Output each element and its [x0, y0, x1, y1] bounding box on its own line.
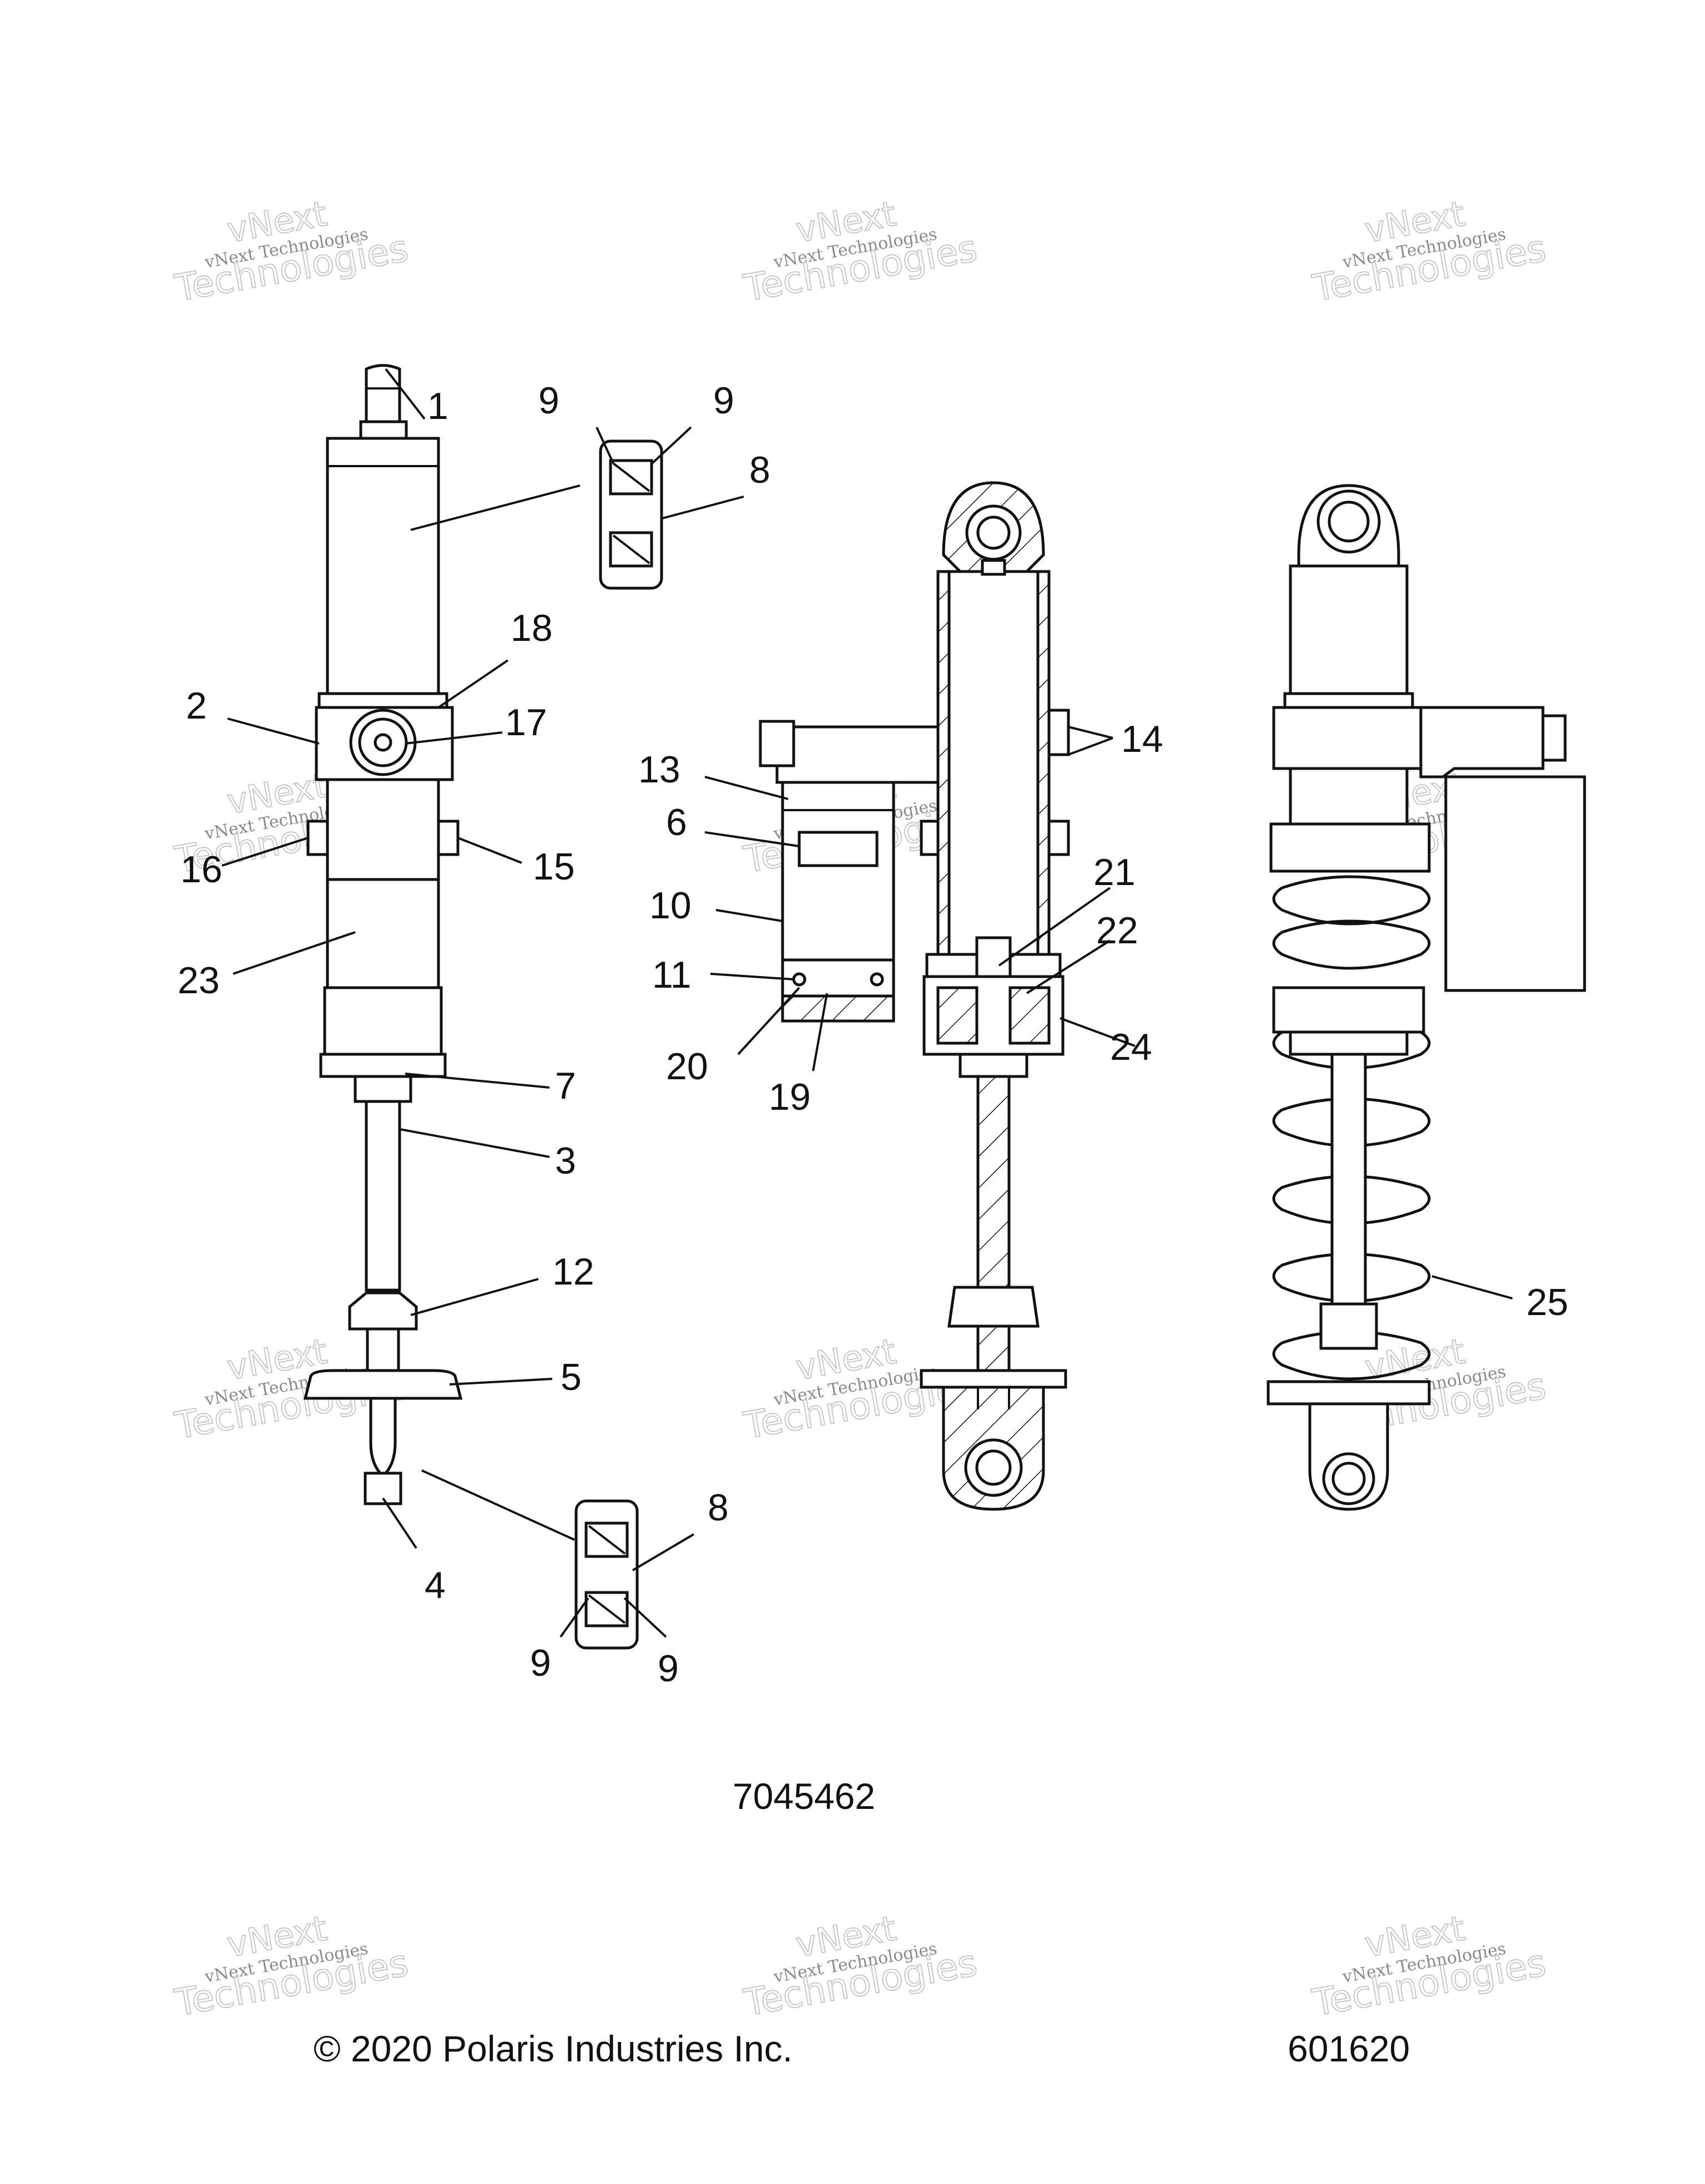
watermark: vNext vNext Technologies Technologies [171, 193, 412, 310]
callout-22: 22 [1096, 909, 1138, 952]
callout-20: 20 [666, 1045, 708, 1088]
callout-9: 9 [713, 380, 734, 422]
watermark: vNext vNext Technologies Technologies [1309, 193, 1550, 310]
callout-8: 8 [708, 1487, 729, 1529]
callout-8: 8 [749, 449, 770, 491]
lower-bearing-assembly [574, 1499, 639, 1650]
watermark: vNext vNext Technologies Technologies [740, 193, 981, 310]
upper-bearing-assembly [599, 439, 663, 590]
callout-5: 5 [561, 1356, 582, 1398]
watermark: vNext vNext Technologies Technologies [1309, 1907, 1550, 2025]
callout-12: 12 [552, 1251, 594, 1293]
left-shock-assembly [303, 364, 463, 1505]
callout-15: 15 [533, 846, 575, 888]
callout-9: 9 [538, 380, 559, 422]
callout-23: 23 [178, 959, 220, 1002]
callout-18: 18 [511, 607, 553, 649]
leader-lines [221, 368, 1513, 1638]
sheet-number: 601620 [1288, 2028, 1410, 2069]
right-shock-assembly [1267, 484, 1586, 1511]
middle-shock-section [759, 481, 1070, 1511]
callout-13: 13 [638, 749, 680, 791]
callout-9: 9 [530, 1642, 551, 1684]
copyright-notice: © 2020 Polaris Industries Inc. [314, 2028, 793, 2069]
callout-3: 3 [555, 1140, 576, 1182]
callout-7: 7 [555, 1065, 576, 1107]
callout-11: 11 [652, 954, 692, 996]
callout-14: 14 [1121, 718, 1163, 760]
callout-24: 24 [1110, 1026, 1152, 1068]
callout-2: 2 [186, 685, 207, 727]
callout-16: 16 [180, 848, 223, 891]
callout-6: 6 [666, 801, 687, 843]
watermark: vNext vNext Technologies Technologies [171, 1907, 412, 2025]
callout-25: 25 [1526, 1281, 1568, 1323]
callout-1: 1 [427, 385, 448, 427]
callout-labels: 1 9 9 8 18 2 17 13 14 6 16 15 21 10 22 2… [178, 380, 1568, 1690]
callout-4: 4 [425, 1564, 446, 1606]
callout-17: 17 [505, 701, 547, 744]
callout-10: 10 [649, 884, 692, 927]
callout-21: 21 [1093, 851, 1136, 893]
callout-9: 9 [658, 1647, 679, 1690]
part-number: 7045462 [733, 1776, 875, 1817]
watermark: vNext vNext Technologies Technologies [740, 1907, 981, 2025]
callout-19: 19 [769, 1076, 811, 1118]
